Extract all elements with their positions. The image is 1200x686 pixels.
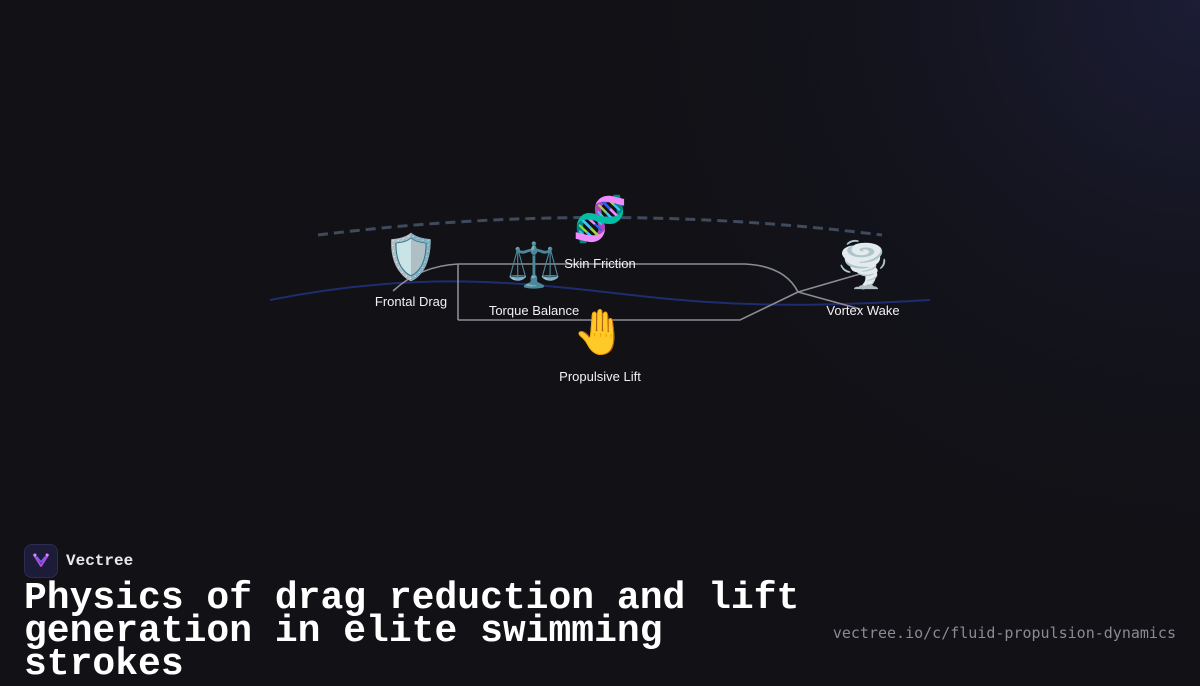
connector-vortex-upper <box>797 273 861 293</box>
node-frontal-drag[interactable]: Frontal Drag <box>374 294 448 309</box>
node-propulsive-lift[interactable]: Propulsive Lift <box>559 369 641 384</box>
connector-bottom-bar <box>458 291 799 321</box>
node-torque-balance[interactable]: Torque Balance <box>488 303 580 318</box>
node-skin-friction[interactable]: Skin Friction <box>564 256 636 271</box>
node-vortex-wake[interactable]: Vortex Wake <box>826 303 900 318</box>
scales-icon: ⚖️ <box>506 240 562 291</box>
connector-top-bar <box>458 263 799 293</box>
page-title: Physics of drag reduction and lift gener… <box>24 577 800 686</box>
water-curve <box>269 280 931 306</box>
raised-hand-icon: 🤚 <box>572 307 628 358</box>
dashed-arc <box>317 216 883 237</box>
brand-logo <box>24 544 58 578</box>
brand-name: Vectree <box>66 552 134 570</box>
connector-frontal-drag <box>392 263 459 292</box>
tornado-icon: 🌪️ <box>835 240 891 291</box>
brand: Vectree <box>24 544 133 578</box>
connectors <box>392 263 861 321</box>
shield-icon: 🛡️ <box>383 232 439 283</box>
source-url[interactable]: vectree.io/c/fluid-propulsion-dynamics <box>832 624 1176 642</box>
connector-vortex-lower <box>797 291 861 310</box>
dna-icon: 🧬 <box>572 194 628 245</box>
vectree-logo-icon <box>33 553 49 567</box>
